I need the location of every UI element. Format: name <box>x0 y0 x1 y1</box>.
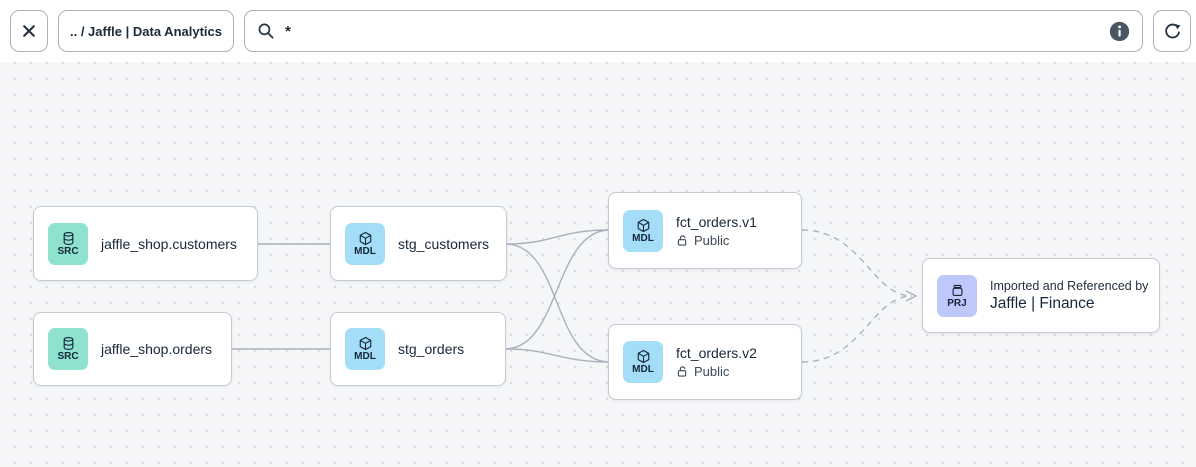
unlock-icon <box>677 366 687 377</box>
search-icon <box>258 23 274 39</box>
access-row: Public <box>676 233 757 248</box>
breadcrumb[interactable]: .. / Jaffle | Data Analytics <box>58 10 234 52</box>
access-label: Public <box>694 364 730 379</box>
database-icon <box>63 231 73 245</box>
cube-icon <box>637 349 649 364</box>
edge-stgorders-fctv2 <box>505 348 609 363</box>
badge-label: MDL <box>354 245 376 257</box>
project-badge: PRJ <box>937 274 977 317</box>
node-fct-orders-v1[interactable]: MDL fct_orders.v1 Public <box>608 192 802 269</box>
model-badge: MDL <box>345 222 385 265</box>
edge-stgorders-fctv1 <box>505 229 609 350</box>
unlock-icon <box>677 234 687 246</box>
database-icon <box>63 336 73 350</box>
badge-label: PRJ <box>947 297 967 309</box>
edge-arrowhead <box>905 290 918 302</box>
edge-stgcustomers-fctv2 <box>506 243 609 363</box>
node-stg-customers[interactable]: MDL stg_customers <box>330 206 507 281</box>
access-label: Public <box>694 232 730 248</box>
project-label: Jaffle | Finance <box>990 294 1095 312</box>
badge-label: SRC <box>57 351 79 362</box>
model-badge: MDL <box>345 328 385 370</box>
node-stg-orders[interactable]: MDL stg_orders <box>330 312 506 386</box>
edge-stgcustomers-fctv1 <box>506 229 609 245</box>
node-jaffle-shop-customers[interactable]: SRC jaffle_shop.customers <box>33 206 258 281</box>
node-label: stg_customers <box>398 235 490 252</box>
access-row: Public <box>676 364 757 379</box>
refresh-icon <box>1164 23 1180 38</box>
badge-label: MDL <box>632 232 654 244</box>
badge-label: MDL <box>354 351 376 362</box>
edge-layer <box>232 229 918 363</box>
cube-icon <box>359 231 371 245</box>
node-label: fct_orders.v1 <box>676 213 757 230</box>
info-icon[interactable] <box>1109 21 1130 42</box>
source-badge: SRC <box>48 328 88 370</box>
project-subtitle: Imported and Referenced by <box>990 278 1149 293</box>
jar-icon <box>952 284 962 296</box>
close-button[interactable] <box>10 10 48 52</box>
badge-label: MDL <box>632 364 654 375</box>
node-label: jaffle_shop.customers <box>101 235 237 252</box>
model-badge: MDL <box>623 209 663 252</box>
node-jaffle-shop-orders[interactable]: SRC jaffle_shop.orders <box>33 312 232 386</box>
lineage-canvas[interactable]: SRC jaffle_shop.customers SRC jaffle_sho… <box>0 62 1196 467</box>
close-icon <box>23 25 35 37</box>
node-label: jaffle_shop.orders <box>101 341 213 357</box>
node-project-jaffle-finance[interactable]: PRJ Imported and Referenced by Jaffle | … <box>922 258 1160 333</box>
refresh-button[interactable] <box>1153 10 1191 52</box>
search-box <box>244 10 1143 52</box>
node-label: stg_orders <box>398 341 465 357</box>
edge-fctv1-project <box>801 229 913 297</box>
node-fct-orders-v2[interactable]: MDL fct_orders.v2 Public <box>608 324 802 400</box>
source-badge: SRC <box>48 222 88 265</box>
toolbar: .. / Jaffle | Data Analytics <box>0 0 1196 62</box>
edge-fctv2-project <box>801 295 913 363</box>
cube-icon <box>637 218 649 232</box>
badge-label: SRC <box>57 245 79 257</box>
search-input[interactable] <box>285 22 1109 40</box>
cube-icon <box>359 336 371 351</box>
node-label: fct_orders.v2 <box>676 345 757 361</box>
model-badge: MDL <box>623 341 663 383</box>
